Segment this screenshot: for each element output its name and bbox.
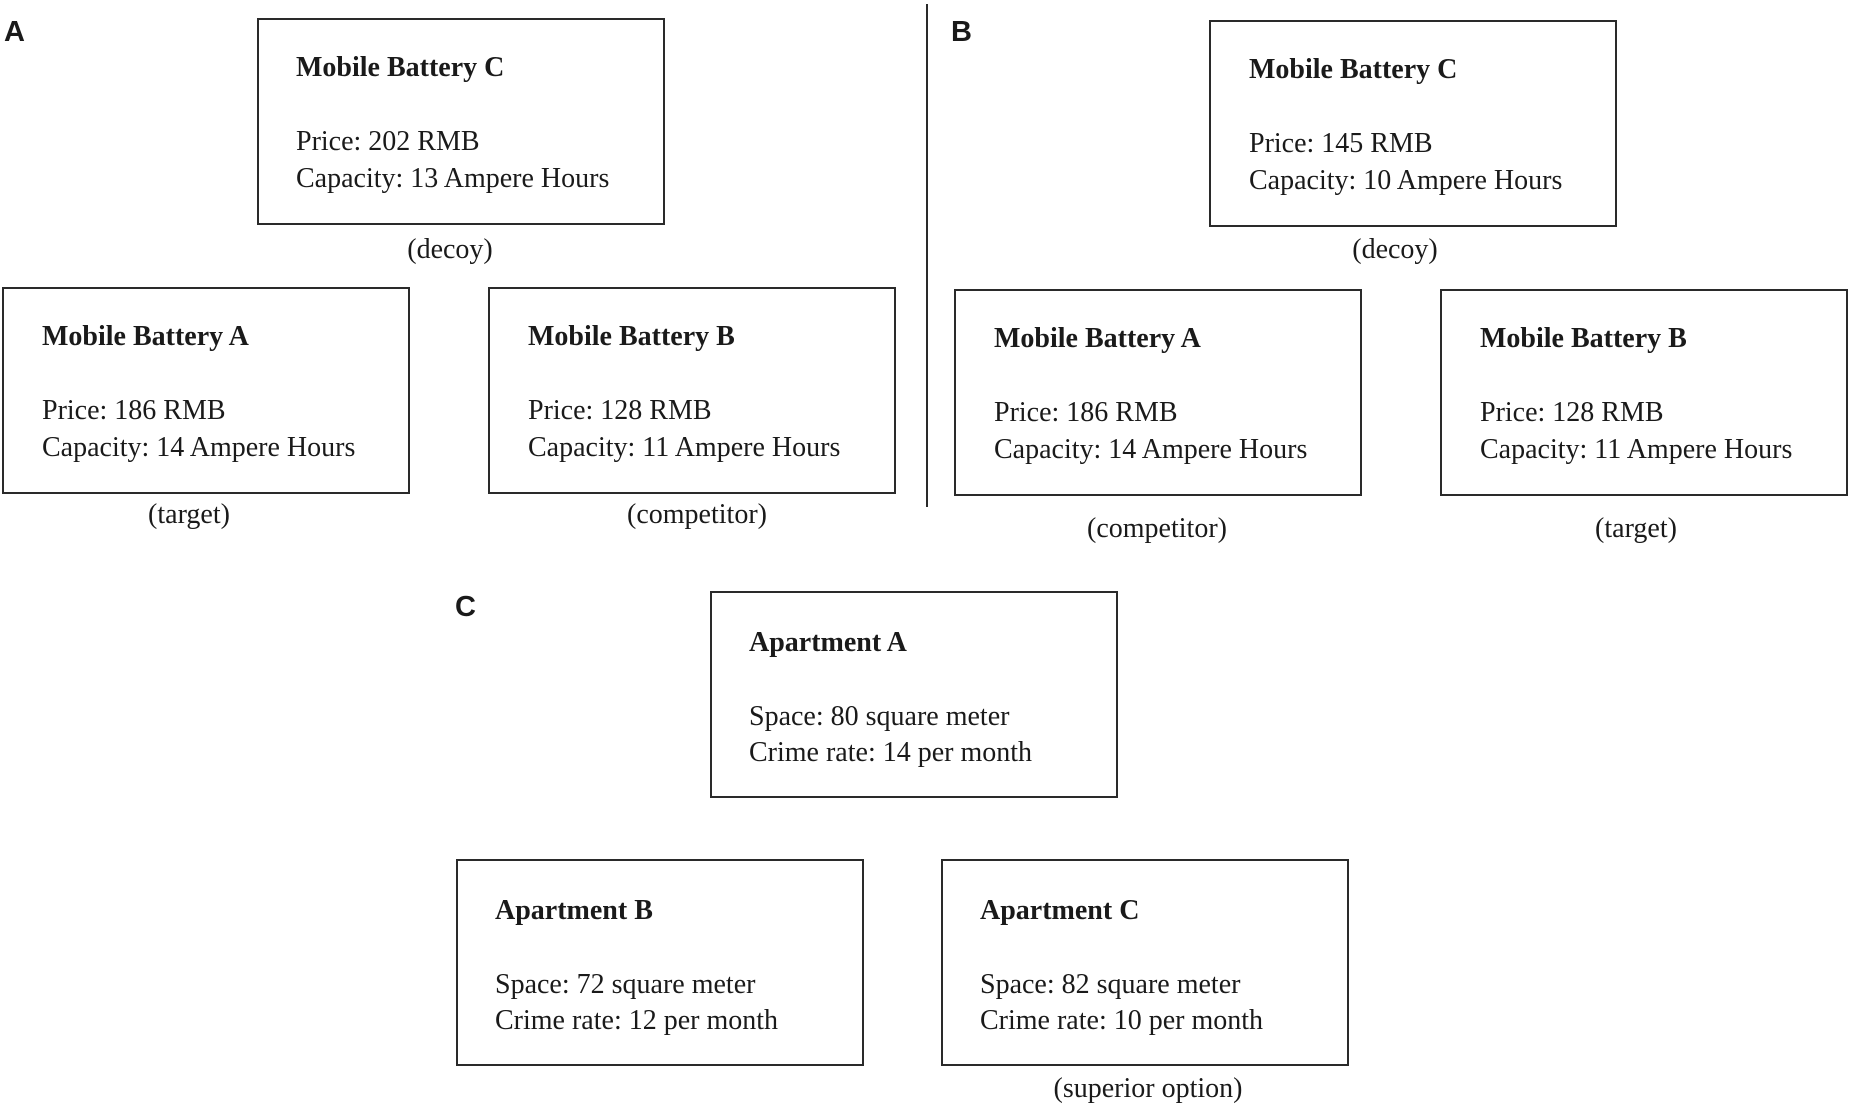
panel-b-left-box: Mobile Battery A Price: 186 RMB Capacity… [954,289,1362,496]
panel-a-left-title: Mobile Battery A [42,321,249,352]
panel-a-right-capacity: Capacity: 11 Ampere Hours [528,432,841,463]
panel-a-left-capacity: Capacity: 14 Ampere Hours [42,432,356,463]
panel-c-left-crime: Crime rate: 12 per month [495,1005,779,1036]
panel-b-decoy-box: Mobile Battery C Price: 145 RMB Capacity… [1209,20,1617,227]
panel-c-right-caption: (superior option) [1053,1073,1243,1104]
panel-c-left-box: Apartment B Space: 72 square meter Crime… [456,859,864,1066]
panel-b-left-price: Price: 186 RMB [994,397,1178,428]
panel-c-left-title: Apartment B [495,895,653,926]
panel-c-top-title: Apartment A [749,627,907,658]
panel-a-decoy-title: Mobile Battery C [296,52,505,83]
panel-c-top-box: Apartment A Space: 80 square meter Crime… [710,591,1118,798]
panel-a-letter: A [4,16,25,48]
panel-b-left-capacity: Capacity: 14 Ampere Hours [994,434,1308,465]
panel-divider [926,4,928,507]
panel-a-left-caption: (target) [148,499,230,530]
panel-a-right-price: Price: 128 RMB [528,395,712,426]
panel-a-left-box: Mobile Battery A Price: 186 RMB Capacity… [2,287,410,494]
panel-b-right-title: Mobile Battery B [1480,323,1687,354]
panel-a-left-price: Price: 186 RMB [42,395,226,426]
panel-a-right-title: Mobile Battery B [528,321,735,352]
panel-c-right-crime: Crime rate: 10 per month [980,1005,1264,1036]
panel-b-right-caption: (target) [1595,513,1677,544]
panel-c-top-crime: Crime rate: 14 per month [749,737,1033,768]
panel-b-decoy-title: Mobile Battery C [1249,54,1458,85]
panel-b-right-box: Mobile Battery B Price: 128 RMB Capacity… [1440,289,1848,496]
panel-a-decoy-price: Price: 202 RMB [296,126,480,157]
panel-b-decoy-caption: (decoy) [1352,234,1438,265]
panel-c-right-title: Apartment C [980,895,1140,926]
panel-c-letter: C [455,591,476,623]
panel-b-decoy-price: Price: 145 RMB [1249,128,1433,159]
panel-b-right-capacity: Capacity: 11 Ampere Hours [1480,434,1793,465]
panel-c-right-box: Apartment C Space: 82 square meter Crime… [941,859,1349,1066]
panel-c-left-space: Space: 72 square meter [495,969,756,1000]
panel-b-left-title: Mobile Battery A [994,323,1201,354]
panel-c-right-space: Space: 82 square meter [980,969,1241,1000]
panel-b-right-price: Price: 128 RMB [1480,397,1664,428]
panel-a-decoy-capacity: Capacity: 13 Ampere Hours [296,163,610,194]
panel-b-letter: B [951,16,972,48]
panel-a-right-caption: (competitor) [627,499,767,530]
panel-b-decoy-capacity: Capacity: 10 Ampere Hours [1249,165,1563,196]
panel-a-decoy-caption: (decoy) [407,234,493,265]
panel-a-right-box: Mobile Battery B Price: 128 RMB Capacity… [488,287,896,494]
panel-a-decoy-box: Mobile Battery C Price: 202 RMB Capacity… [257,18,665,225]
panel-b-left-caption: (competitor) [1087,513,1227,544]
panel-c-top-space: Space: 80 square meter [749,701,1010,732]
